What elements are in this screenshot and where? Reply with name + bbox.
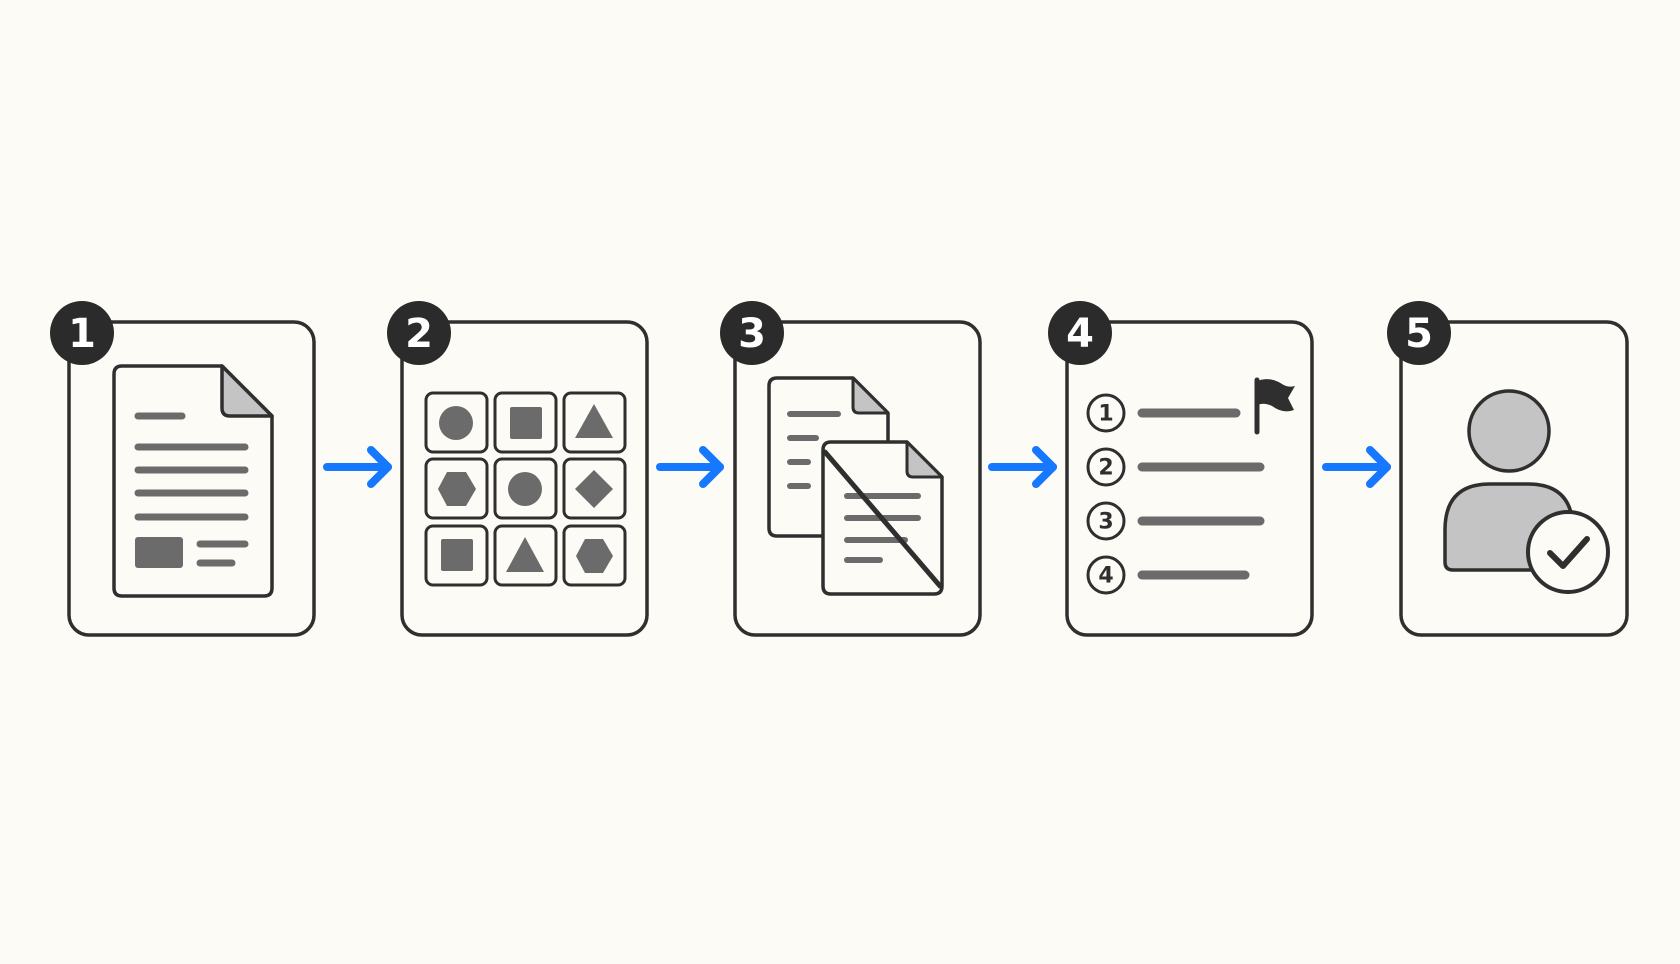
- list-item-number: 3: [1098, 510, 1113, 535]
- check-badge-icon: [1526, 510, 1610, 594]
- arrow-right-icon: [656, 446, 724, 488]
- strike-line: [822, 449, 943, 589]
- step-number: 2: [405, 311, 433, 357]
- step-3: 3: [720, 301, 982, 637]
- square-shape-icon: [510, 407, 542, 439]
- shape-grid-icon: [424, 391, 627, 587]
- circle-shape-icon: [439, 406, 473, 440]
- step-number: 1: [68, 311, 96, 357]
- ranked-list-icon: 1 2 3 4: [1086, 377, 1295, 595]
- triangle-shape-icon: [506, 537, 544, 572]
- list-item-number: 2: [1098, 456, 1113, 481]
- circle-shape-icon: [508, 472, 542, 506]
- square-shape-icon: [441, 539, 473, 571]
- step-badge-2: 2: [387, 301, 451, 365]
- list-item: 4: [1086, 555, 1250, 595]
- list-item: 2: [1086, 447, 1265, 487]
- arrow-right-icon: [323, 446, 392, 488]
- step-badge-5: 5: [1387, 301, 1451, 365]
- step-badge-3: 3: [720, 301, 784, 365]
- step-5: 5: [1387, 301, 1629, 637]
- step-card: [1065, 320, 1314, 637]
- step-number: 4: [1066, 311, 1094, 357]
- list-item: 3: [1086, 501, 1265, 541]
- hexagon-shape-icon: [438, 472, 476, 506]
- list-item-number: 4: [1098, 564, 1113, 589]
- step-1: 1: [50, 301, 316, 637]
- triangle-shape-icon: [575, 404, 613, 438]
- hexagon-shape-icon: [576, 539, 613, 573]
- user-head: [1467, 389, 1551, 473]
- arrow-right-icon: [988, 446, 1057, 488]
- flag-icon: [1254, 377, 1295, 435]
- step-card: [1399, 320, 1629, 637]
- diamond-shape-icon: [575, 470, 613, 508]
- step-badge-1: 1: [50, 301, 114, 365]
- step-2: 2: [387, 301, 649, 637]
- arrow-right-icon: [1322, 446, 1391, 488]
- step-4: 1 2 3 4 4: [1048, 301, 1314, 637]
- list-item: 1: [1086, 393, 1241, 433]
- document-icon: [112, 364, 274, 598]
- step-number: 3: [738, 311, 766, 357]
- list-item-number: 1: [1098, 402, 1113, 427]
- step-number: 5: [1405, 311, 1433, 357]
- step-badge-4: 4: [1048, 301, 1112, 365]
- duplicate-documents-icon: [767, 376, 944, 596]
- approved-user-icon: [1443, 389, 1610, 594]
